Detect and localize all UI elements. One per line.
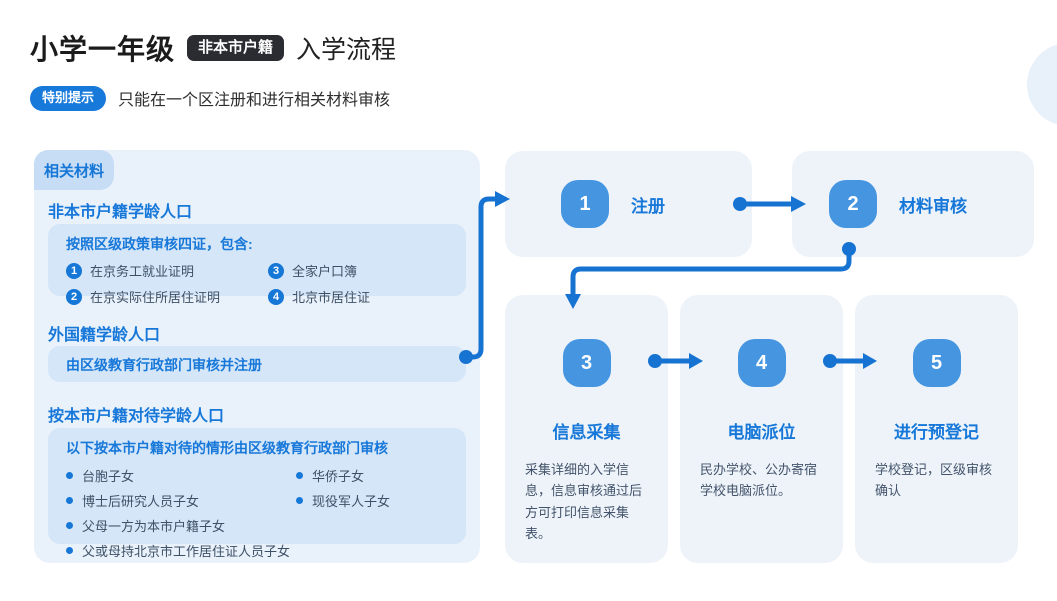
foreign-review-text: 由区级教育行政部门审核并注册 — [66, 357, 262, 373]
list-item: 现役军人子女 — [296, 491, 448, 510]
four-certificates-box: 按照区级政策审核四证，包含: 1 在京务工就业证明 3 全家户口簿 2 在京实际… — [48, 224, 466, 305]
four-certificates-title: 按照区级政策审核四证，包含: — [66, 236, 253, 252]
treated-as-local-box: 以下按本市户籍对待的情形由区级教育行政部门审核 台胞子女 华侨子女 博士后研究人… — [48, 428, 466, 559]
certificate-item: 2 在京实际住所居住证明 — [66, 287, 268, 306]
certificate-text: 全家户口簿 — [292, 264, 358, 279]
step-description: 民办学校、公办寄宿学校电脑派位。 — [700, 462, 818, 499]
number-badge: 2 — [66, 288, 82, 305]
treated-as-local-list: 台胞子女 华侨子女 博士后研究人员子女 现役军人子女 父母一方为本市户籍子女 — [66, 466, 448, 560]
treated-as-local-title: 以下按本市户籍对待的情形由区级教育行政部门审核 — [66, 440, 388, 456]
list-item-text: 父母一方为本市户籍子女 — [82, 519, 226, 534]
certificate-text: 北京市居住证 — [292, 290, 371, 305]
bullet-icon — [66, 522, 73, 529]
step-card-info-collection: 3 信息采集 采集详细的入学信息，信息审核通过后方可打印信息采集表。 — [505, 295, 668, 563]
decorative-circle — [1027, 43, 1057, 126]
step-card-computer-allocation: 4 电脑派位 民办学校、公办寄宿学校电脑派位。 — [680, 295, 843, 563]
certificates-list: 1 在京务工就业证明 3 全家户口簿 2 在京实际住所居住证明 4 北京市居住证 — [66, 261, 448, 306]
foreign-review-box: 由区级教育行政部门审核并注册 — [48, 346, 466, 382]
step-label: 信息采集 — [552, 423, 621, 442]
section-heading-foreign: 外国籍学龄人口 — [48, 327, 161, 344]
step-label: 进行预登记 — [894, 423, 979, 442]
step-number-badge: 2 — [829, 180, 877, 228]
special-tip: 特别提示 只能在一个区注册和进行相关材料审核 — [30, 86, 390, 111]
certificate-item: 3 全家户口簿 — [268, 261, 448, 280]
list-item-text: 台胞子女 — [82, 469, 135, 484]
bullet-icon — [296, 497, 303, 504]
step-card-material-review: 2 材料审核 — [792, 151, 1034, 257]
step-description: 采集详细的入学信息，信息审核通过后方可打印信息采集表。 — [525, 462, 643, 542]
materials-tab: 相关材料 — [34, 150, 114, 190]
bullet-icon — [296, 472, 303, 479]
step-number-badge: 1 — [561, 180, 609, 228]
certificate-text: 在京务工就业证明 — [90, 264, 195, 279]
step-label: 电脑派位 — [727, 423, 796, 442]
section-heading-non-local: 非本市户籍学龄人口 — [48, 204, 193, 221]
step-number-badge: 5 — [912, 339, 961, 387]
number-badge: 3 — [268, 262, 284, 279]
step-description: 学校登记，区级审核确认 — [875, 462, 993, 499]
list-item-text: 现役军人子女 — [312, 494, 391, 509]
number-badge: 1 — [66, 262, 82, 279]
list-item: 父或母持北京市工作居住证人员子女 — [66, 541, 448, 560]
list-item: 博士后研究人员子女 — [66, 491, 296, 510]
list-item-text: 华侨子女 — [312, 469, 365, 484]
tip-badge: 特别提示 — [30, 86, 107, 111]
section-heading-treated-as-local: 按本市户籍对待学龄人口 — [48, 408, 225, 425]
materials-panel: 相关材料 非本市户籍学龄人口 按照区级政策审核四证，包含: 1 在京务工就业证明… — [34, 150, 480, 563]
list-item: 华侨子女 — [296, 466, 448, 485]
page-title: 小学一年级 非本市户籍 入学流程 — [30, 28, 396, 68]
certificate-text: 在京实际住所居住证明 — [90, 290, 221, 305]
tip-text: 只能在一个区注册和进行相关材料审核 — [118, 92, 391, 110]
step-number-badge: 4 — [737, 339, 786, 387]
list-item-text: 博士后研究人员子女 — [82, 494, 200, 509]
title-main: 小学一年级 — [30, 34, 176, 65]
list-item: 父母一方为本市户籍子女 — [66, 516, 448, 535]
step-card-register: 1 注册 — [505, 151, 752, 257]
step-label: 注册 — [631, 196, 665, 216]
certificate-item: 1 在京务工就业证明 — [66, 261, 268, 280]
number-badge: 4 — [268, 288, 284, 305]
title-suffix: 入学流程 — [296, 36, 397, 64]
bullet-icon — [66, 497, 73, 504]
title-badge: 非本市户籍 — [187, 35, 285, 61]
list-item-text: 父或母持北京市工作居住证人员子女 — [82, 544, 291, 559]
step-card-pre-registration: 5 进行预登记 学校登记，区级审核确认 — [855, 295, 1018, 563]
list-item: 台胞子女 — [66, 466, 296, 485]
step-number-badge: 3 — [562, 339, 611, 387]
step-label: 材料审核 — [899, 196, 967, 216]
certificate-item: 4 北京市居住证 — [268, 287, 448, 306]
bullet-icon — [66, 472, 73, 479]
bullet-icon — [66, 547, 73, 554]
